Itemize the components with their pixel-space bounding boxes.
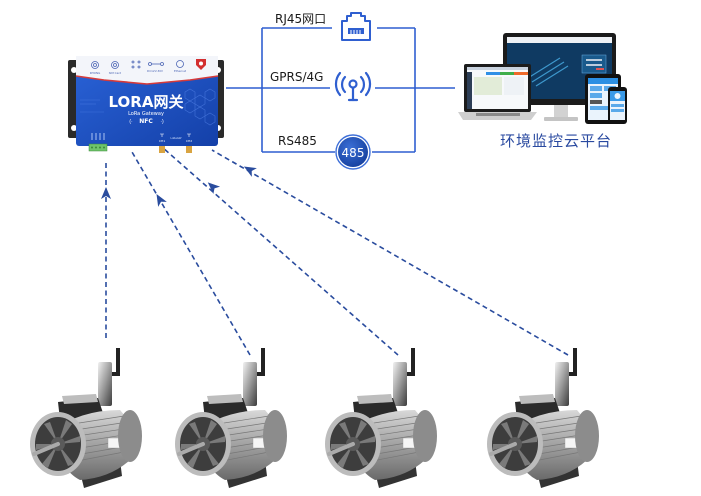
panel-label-1: RHONG	[90, 71, 101, 75]
motor-sensor	[393, 362, 407, 406]
wireless-link-motor-4	[211, 149, 569, 356]
motor-antenna-icon	[116, 348, 120, 374]
motor-antenna-icon	[261, 348, 265, 374]
rj45-label: RJ45网口	[275, 12, 327, 26]
gateway-nfc-label: NFC	[139, 118, 153, 125]
panel-label-5: Ethernet	[174, 69, 187, 73]
ethernet-port-icon	[341, 12, 371, 41]
arrowhead-motor-4	[243, 166, 257, 177]
wireless-antenna-icon	[334, 71, 372, 102]
motor-4	[487, 348, 599, 488]
antenna-middle-label: LoRaGW	[171, 136, 182, 140]
motor-2	[175, 348, 287, 488]
tablet-device	[585, 74, 621, 124]
wireless-link-motor-2	[131, 151, 251, 356]
lora-gateway-device: RHONG SIM Card DC12V-30V Ethernet LORA网关…	[68, 56, 224, 153]
gateway-logo-icon	[196, 59, 206, 70]
laptop-device	[458, 64, 537, 120]
rs485-badge-text: 485	[342, 146, 365, 160]
network-connection-lines	[226, 27, 455, 153]
cloud-platform-label: 环境监控云平台	[500, 132, 613, 150]
antenna-ch2-label: CH2	[186, 139, 192, 143]
motors-group	[30, 348, 599, 488]
nfc-left-waves-icon: (·	[129, 119, 133, 125]
panel-label-2: SIM Card	[109, 71, 122, 75]
arrowhead-motor-1	[101, 187, 111, 199]
rs485-badge-icon: 485	[335, 134, 371, 170]
antenna-connector-ch1	[159, 146, 165, 153]
gateway-subtitle: LoRa Gateway	[128, 111, 164, 117]
terminal-labels	[91, 133, 105, 140]
gprs-4g-label: GPRS/4G	[270, 70, 324, 84]
rs485-label: RS485	[278, 134, 317, 148]
motor-antenna-icon	[411, 348, 415, 374]
motor-1	[30, 348, 142, 488]
phone-device	[608, 87, 627, 124]
antenna-connector-ch2	[186, 146, 192, 153]
gateway-title: LORA网关	[109, 93, 184, 111]
antenna-ch1-label: CH1	[159, 139, 165, 143]
motor-antenna-icon	[573, 348, 577, 374]
terminal-block	[88, 143, 108, 152]
hex-pattern	[184, 88, 216, 126]
panel-label-4: DC12V-30V	[147, 69, 163, 73]
nfc-right-waves-icon: ·)	[160, 119, 164, 125]
motor-sensor	[98, 362, 112, 406]
arrowhead-motor-3	[207, 182, 221, 195]
cloud-platform-devices	[458, 33, 627, 124]
wireless-links	[105, 146, 569, 356]
motor-sensor	[243, 362, 257, 406]
wireless-arrowheads	[101, 166, 257, 207]
arrowhead-motor-2	[156, 193, 167, 207]
wireless-link-motor-3	[161, 146, 399, 356]
motor-sensor	[555, 362, 569, 406]
motor-3	[325, 348, 437, 488]
